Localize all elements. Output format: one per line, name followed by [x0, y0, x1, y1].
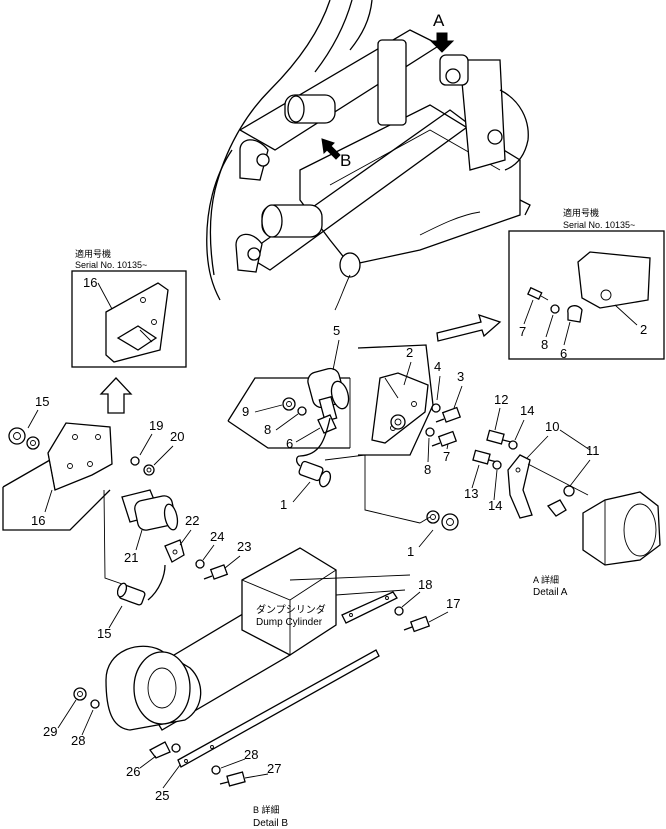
nut-9: [282, 397, 296, 411]
callout-26: 26: [126, 764, 140, 779]
clip-6-center: [317, 414, 337, 434]
nut-15-top: [8, 427, 40, 450]
proximity-switch-21: [103, 489, 179, 586]
center-bracket-group: [227, 344, 434, 456]
left-inset-box: [71, 270, 187, 368]
callout-20: 20: [170, 429, 184, 444]
washer-14-bottom: [492, 460, 502, 470]
callout-5: 5: [333, 323, 340, 338]
view-marker-b: B: [340, 151, 351, 170]
washer-18: [394, 606, 404, 616]
dump-cylinder-label-jp: ダンプシリンダ: [256, 603, 326, 616]
bolt-12: [486, 429, 512, 445]
connector-1: [295, 417, 421, 524]
callout-27: 27: [267, 761, 281, 776]
plate-18: [341, 591, 398, 624]
clip-11: [546, 485, 575, 517]
view-marker-a: A: [433, 11, 445, 30]
bolt-3: [435, 406, 462, 423]
bolt-13: [472, 449, 498, 465]
detail-b-caption-jp: B 詳細: [253, 804, 280, 815]
washer-4: [431, 403, 441, 413]
detail-b-bracket-16: [2, 422, 113, 531]
callout-16: 16: [31, 513, 45, 528]
clamp-22: [164, 539, 185, 563]
detail-b-caption: Detail B: [253, 818, 288, 829]
callout-25: 25: [155, 788, 169, 803]
callout-18: 18: [418, 577, 432, 592]
washer-24: [195, 559, 205, 569]
callout-24: 24: [210, 529, 224, 544]
washer-19: [130, 456, 140, 466]
callout-12: 12: [494, 392, 508, 407]
bolt-23: [203, 564, 229, 580]
dump-cylinder-label: Dump Cylinder: [256, 617, 323, 628]
callout-22: 22: [185, 513, 199, 528]
washer-20: [143, 464, 155, 476]
connector-15: [116, 564, 166, 606]
callout-7: 7: [443, 449, 450, 464]
callout-8-right: 8: [424, 462, 431, 477]
right-inset-callout-6: 6: [560, 346, 567, 361]
callout-29: 29: [43, 724, 57, 739]
clip-26: [149, 741, 171, 759]
right-inset-arrow: [436, 313, 502, 342]
bracket-10: [507, 429, 591, 519]
callout-11: 11: [586, 443, 600, 458]
callout-3: 3: [457, 369, 464, 384]
detail-a-caption: Detail A: [533, 587, 568, 598]
detail-a-caption-jp: A 詳細: [533, 574, 559, 585]
washer-14-top: [508, 440, 518, 450]
left-inset-arrow: [99, 377, 133, 414]
left-inset-callout-16: 16: [83, 275, 97, 290]
callout-14-bottom: 14: [488, 498, 502, 513]
bar-25: [177, 649, 380, 768]
bolt-27: [219, 771, 246, 787]
callout-21: 21: [124, 550, 138, 565]
callout-6-center: 6: [286, 436, 293, 451]
washer-8-center: [297, 406, 307, 416]
callout-8-center: 8: [264, 422, 271, 437]
callout-23: 23: [237, 539, 251, 554]
right-inset-serial-jp: 適用号機: [563, 207, 599, 218]
callout-28-right: 28: [244, 747, 258, 762]
nut-1-lower: [419, 510, 459, 531]
callout-15-bottom: 15: [97, 626, 111, 641]
detail-a-housing: [582, 491, 661, 566]
right-inset-callout-2: 2: [640, 322, 647, 337]
callout-2: 2: [406, 345, 413, 360]
left-inset-serial: Serial No. 10135~: [75, 260, 147, 270]
callout-15-top: 15: [35, 394, 49, 409]
callout-17: 17: [446, 596, 460, 611]
callout-13: 13: [464, 486, 478, 501]
loader-frame-drawing: [206, 0, 531, 311]
washer-28-right: [211, 765, 221, 775]
bolt-17: [403, 615, 431, 633]
callout-19: 19: [149, 418, 163, 433]
nut-29: [73, 687, 87, 701]
right-inset-callout-7: 7: [519, 324, 526, 339]
washer-28-left: [90, 699, 100, 709]
washer-26: [171, 743, 181, 753]
bolt-7: [431, 430, 458, 447]
callout-28-left: 28: [71, 733, 85, 748]
callout-9: 9: [242, 404, 249, 419]
washer-8-right: [425, 427, 435, 437]
callout-1-lower: 1: [407, 544, 414, 559]
callout-1-center: 1: [280, 497, 287, 512]
callout-10: 10: [545, 419, 559, 434]
dump-cylinder: [105, 547, 411, 731]
right-inset-callout-8: 8: [541, 337, 548, 352]
callout-14-top: 14: [520, 403, 534, 418]
callout-4: 4: [434, 359, 441, 374]
right-inset-serial: Serial No. 10135~: [563, 220, 635, 230]
right-inset-box: [508, 230, 665, 360]
left-inset-serial-jp: 適用号機: [75, 248, 111, 259]
